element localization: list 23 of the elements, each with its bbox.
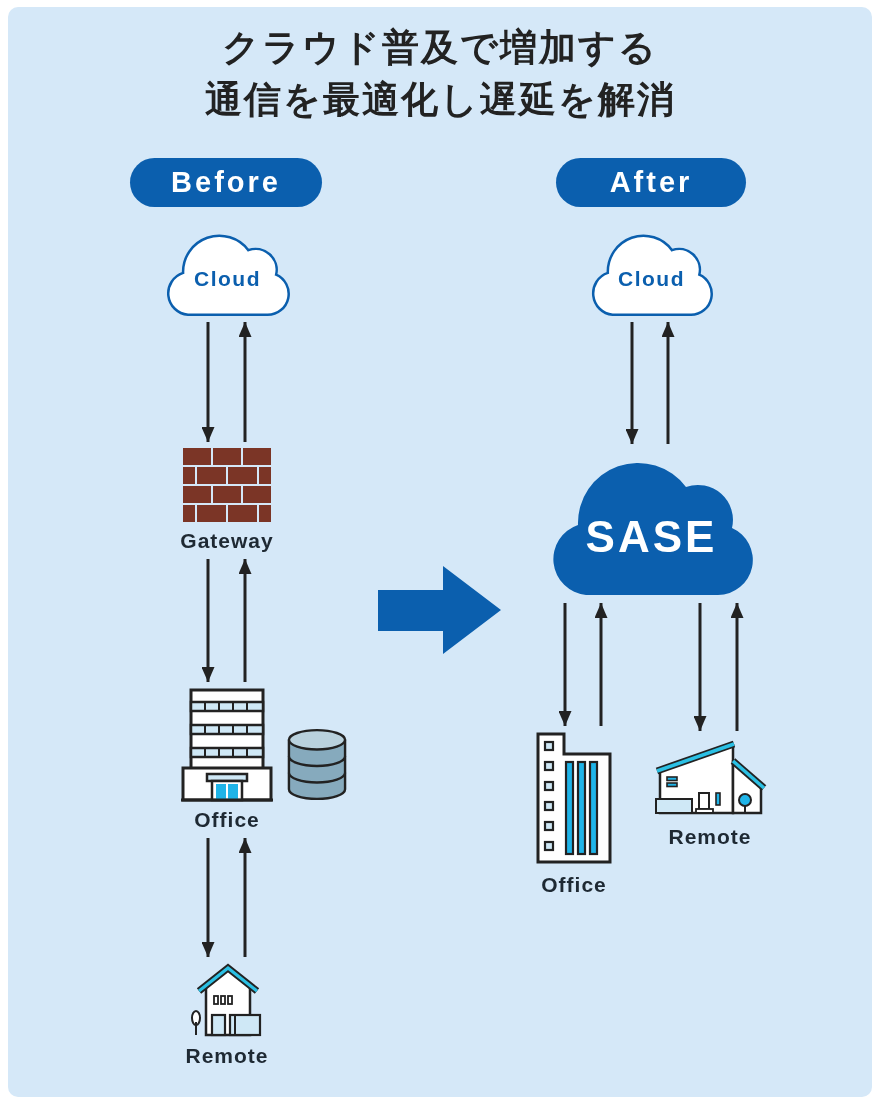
arrow [201, 322, 215, 442]
arrow [661, 322, 675, 444]
arrow [558, 603, 572, 726]
section-tag: After [556, 158, 746, 207]
node-label: Gateway [180, 529, 274, 553]
cloud-label: SASE [585, 512, 718, 562]
arrow [693, 603, 707, 731]
arrow [238, 838, 252, 957]
node-label: Office [194, 808, 260, 832]
arrow [625, 322, 639, 444]
arrow [201, 559, 215, 682]
arrow [238, 322, 252, 442]
cloud-label: Cloud [194, 267, 261, 291]
arrow [594, 603, 608, 726]
arrow [238, 559, 252, 682]
node-label: Office [541, 873, 607, 897]
diagram-title: クラウド普及で増加する通信を最適化し遅延を解消 [203, 25, 677, 123]
node-label: Remote [185, 1044, 269, 1068]
arrow [201, 838, 215, 957]
arrow [730, 603, 744, 731]
node-label: Remote [668, 825, 752, 849]
section-tag: Before [130, 158, 322, 207]
cloud-label: Cloud [618, 267, 685, 291]
